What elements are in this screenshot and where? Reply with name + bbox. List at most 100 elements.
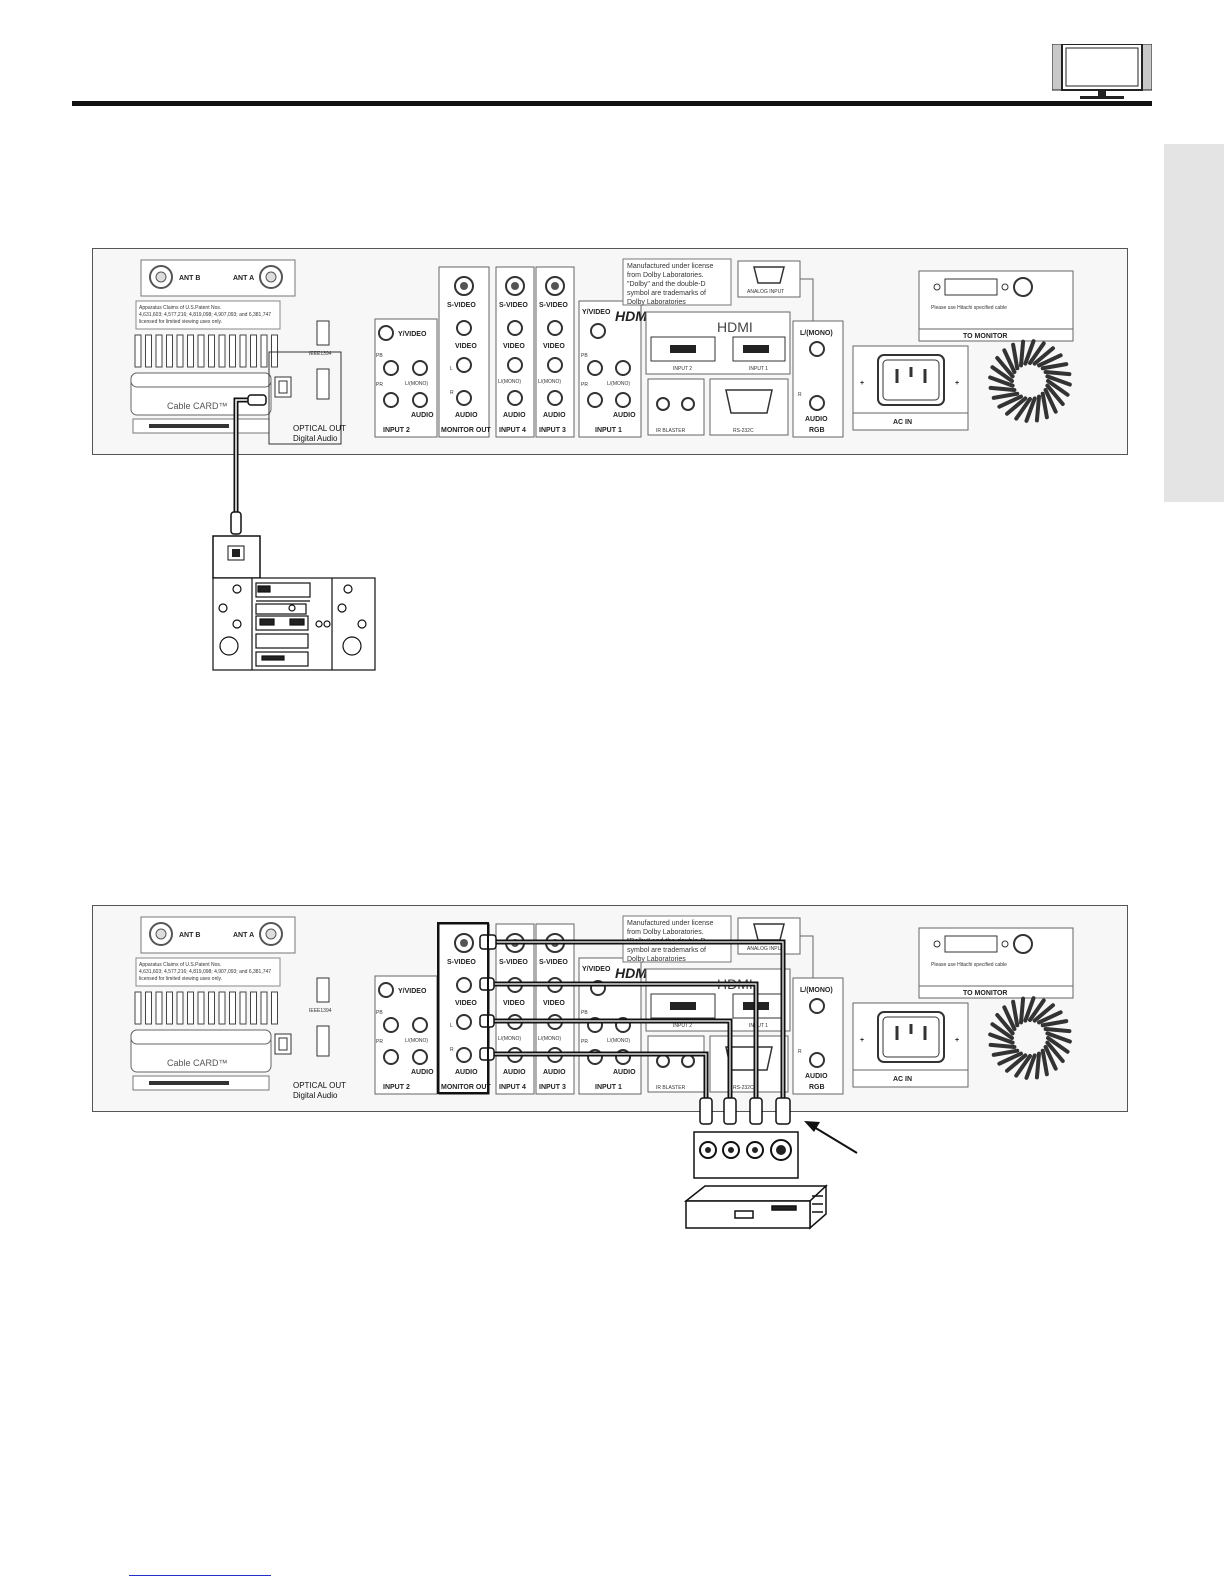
svg-text:AUDIO: AUDIO	[411, 412, 434, 419]
fan-blade	[1034, 1051, 1041, 1080]
svg-text:MONITOR OUT: MONITOR OUT	[441, 427, 491, 434]
vent-slat	[260, 334, 268, 368]
svg-text:INPUT 1: INPUT 1	[749, 366, 768, 372]
svg-text:INPUT 2: INPUT 2	[673, 1023, 692, 1029]
svg-text:INPUT 2: INPUT 2	[383, 1084, 410, 1091]
vent-slat	[229, 991, 236, 1025]
svg-text:IR BLASTER: IR BLASTER	[656, 428, 686, 434]
fan-blade	[990, 1022, 1014, 1040]
fan-blade	[1043, 370, 1072, 377]
header-rule	[72, 101, 1152, 106]
hdmi-input1-port[interactable]	[743, 345, 769, 353]
optical-out-section: OPTICAL OUT Digital Audio	[268, 351, 346, 445]
svg-text:AUDIO: AUDIO	[455, 1069, 478, 1076]
svg-text:L: L	[450, 1023, 453, 1029]
svg-text:+: +	[860, 380, 864, 387]
svg-text:Apparatus Claims of U.S.Patent: Apparatus Claims of U.S.Patent Nos.	[139, 962, 221, 968]
fan-blade	[1023, 339, 1036, 366]
fan-blade	[1024, 396, 1037, 423]
ac-in-socket[interactable]	[877, 1011, 945, 1063]
antenna-section: ANT B ANT A	[140, 916, 296, 954]
hdmi-input2-port[interactable]	[670, 1002, 696, 1010]
vent-slats	[134, 334, 278, 368]
svg-text:IR BLASTER: IR BLASTER	[656, 1085, 686, 1091]
svg-text:PB: PB	[376, 1010, 383, 1016]
fan-blade	[1046, 1036, 1070, 1054]
svg-text:"Dolby" and the double-D: "Dolby" and the double-D	[627, 281, 706, 288]
svg-text:R: R	[798, 392, 802, 398]
svg-text:L/(MONO): L/(MONO)	[405, 1038, 428, 1044]
svg-text:TO MONITOR: TO MONITOR	[963, 990, 1007, 997]
fan-blade	[1011, 342, 1020, 371]
svg-text:symbol are trademarks of: symbol are trademarks of	[627, 947, 706, 954]
svg-text:OPTICAL OUT: OPTICAL OUT	[293, 424, 346, 433]
svg-text:AUDIO: AUDIO	[411, 1069, 434, 1076]
svg-text:HDMI: HDMI	[717, 319, 753, 335]
svg-text:AUDIO: AUDIO	[455, 412, 478, 419]
svg-text:PR: PR	[376, 1039, 383, 1045]
footer-link-underline[interactable]	[129, 1575, 271, 1576]
svg-text:PR: PR	[581, 382, 588, 388]
fan-blade	[988, 1032, 1015, 1045]
rear-panel-drawing: ANT B ANT A Apparatus Claims of U.S.Pate…	[130, 915, 1074, 1100]
input3-group: S-VIDEO VIDEO L/(MONO) AUDIO INPUT 3	[535, 923, 575, 1095]
dolby-notice: Manufactured under license from Dolby La…	[622, 915, 732, 963]
svg-text:Please use Hitachi specified c: Please use Hitachi specified cable	[931, 962, 1007, 968]
fan-blade	[1043, 388, 1058, 414]
fan-blade	[1011, 999, 1020, 1028]
svg-text:S-VIDEO: S-VIDEO	[499, 959, 528, 966]
svg-text:+: +	[955, 1037, 959, 1044]
rs232c-section: RS-232C	[709, 378, 789, 436]
fan-blade	[1034, 394, 1041, 423]
vent-slat	[155, 991, 163, 1025]
svg-text:from Dolby Laboratories.: from Dolby Laboratories.	[627, 272, 704, 279]
svg-text:R: R	[450, 1047, 454, 1053]
fan-blade	[1032, 346, 1055, 366]
svg-text:RS-232C: RS-232C	[733, 1085, 754, 1091]
fan-grille	[988, 996, 1072, 1080]
cable-card-label: Cable CARD™	[167, 1058, 228, 1068]
vent-slat	[208, 334, 215, 368]
to-monitor-section: Please use Hitachi specified cable TO MO…	[918, 927, 1074, 999]
ant-a-label: ANT A	[233, 932, 254, 939]
vent-slat	[239, 334, 247, 368]
fan-blade	[997, 1051, 1023, 1066]
hdmi-input1-port[interactable]	[743, 1002, 769, 1010]
vent-slat	[166, 334, 173, 368]
svg-text:Y/VIDEO: Y/VIDEO	[398, 988, 427, 995]
rear-panel-drawing: ANT B ANT A Apparatus Claims of U.S.Pate…	[130, 258, 1074, 445]
svg-text:HDMI: HDMI	[717, 976, 753, 992]
fan-blade	[1019, 996, 1026, 1025]
fan-blade	[1014, 397, 1032, 421]
rgb-section: L/(MONO) R AUDIO RGB	[792, 977, 844, 1095]
monitor-out-group: S-VIDEO VIDEO L R AUDIO MONITOR OUT	[438, 266, 491, 438]
svg-text:AUDIO: AUDIO	[503, 1069, 526, 1076]
svg-text:Apparatus Claims of U.S.Patent: Apparatus Claims of U.S.Patent Nos.	[139, 305, 221, 311]
ac-in-section: + + AC IN	[852, 345, 969, 431]
svg-text:S-VIDEO: S-VIDEO	[499, 302, 528, 309]
svg-text:Y/VIDEO: Y/VIDEO	[582, 309, 611, 316]
input4-group: S-VIDEO VIDEO L/(MONO) AUDIO INPUT 4	[495, 923, 535, 1095]
svg-text:licensed for limited viewing u: licensed for limited viewing uses only.	[139, 319, 222, 325]
input2-group: Y/VIDEO PB L/(MONO) PR AUDIO INPUT 2	[374, 975, 438, 1095]
fan-blade	[1024, 1053, 1037, 1080]
fan-blade	[1019, 339, 1026, 368]
ac-in-socket[interactable]	[877, 354, 945, 406]
dolby-notice: Manufactured under license from Dolby La…	[622, 258, 732, 306]
input2-group: Y/VIDEO PB L/(MONO) PR AUDIO INPUT 2	[374, 318, 438, 438]
rgb-section: L/(MONO) R AUDIO RGB	[792, 320, 844, 438]
svg-text:AUDIO: AUDIO	[613, 412, 636, 419]
vcr-icon	[683, 1184, 828, 1230]
svg-text:Y/VIDEO: Y/VIDEO	[582, 966, 611, 973]
vent-slat	[271, 991, 278, 1025]
vent-slats	[134, 991, 278, 1025]
svg-text:INPUT 3: INPUT 3	[539, 1084, 566, 1091]
svg-text:L/(MONO): L/(MONO)	[498, 1036, 521, 1042]
fan-blade	[988, 375, 1015, 388]
vcr-input-panel	[693, 1131, 799, 1179]
hdmi-input2-port[interactable]	[670, 345, 696, 353]
svg-text:AC IN: AC IN	[893, 1076, 912, 1083]
vent-slat	[197, 334, 205, 368]
svg-text:Digital Audio: Digital Audio	[293, 434, 338, 443]
svg-text:Y/VIDEO: Y/VIDEO	[398, 331, 427, 338]
